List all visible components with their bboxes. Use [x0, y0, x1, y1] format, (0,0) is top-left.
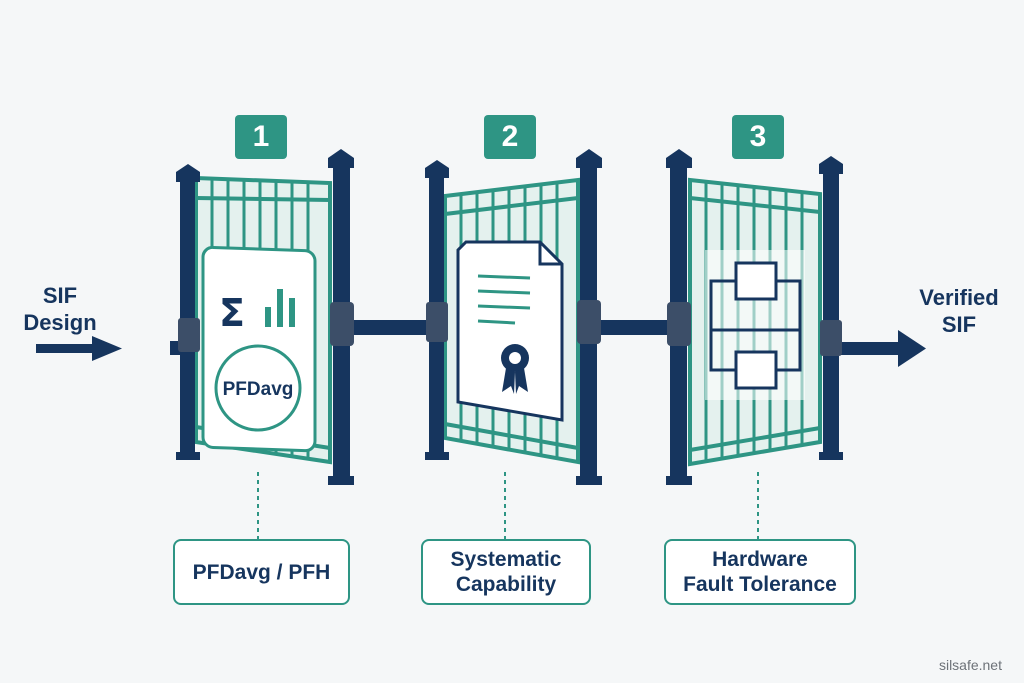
gate-3-label-line2: Fault Tolerance: [683, 573, 837, 596]
gate-1-icon-text: PFDavg: [223, 379, 294, 400]
watermark: silsafe.net: [938, 657, 1002, 673]
gate-2-label-line2: Capability: [455, 573, 557, 596]
gate-2-number-badge: 2: [484, 115, 536, 159]
gate-3: [666, 149, 843, 540]
input-label-line1: SIF: [42, 283, 78, 308]
gate-1-label-box: PFDavg / PFH: [173, 539, 350, 605]
gate-1-number-badge: 1: [235, 115, 287, 159]
input-label: SIF Design: [12, 282, 108, 336]
gate-1-pfd-circle: [214, 344, 302, 432]
gate-2-label-line1: Systematic: [450, 548, 562, 571]
gate-3-right-post: [823, 172, 839, 458]
output-label-line1: Verified: [919, 285, 999, 310]
certificate-seal-icon: [501, 344, 529, 394]
gate-1-sigma-icon: Σ: [219, 291, 245, 335]
output-label-line2: SIF: [941, 312, 977, 337]
input-arrow: [36, 336, 122, 361]
redundant-architecture-diagram-icon: [709, 261, 802, 390]
input-label-line2: Design: [23, 310, 97, 335]
gate-1-label-line1: PFDavg / PFH: [192, 560, 331, 584]
gate-3-label-line1: Hardware: [712, 548, 808, 571]
gate-1: Σ PFDavg: [176, 149, 354, 540]
gate-1-bar-chart-icon: [265, 289, 295, 327]
gate-3-label-box: Hardware Fault Tolerance: [664, 539, 856, 605]
output-label: Verified SIF: [904, 284, 1014, 338]
connector-bar-2-3: [590, 320, 680, 335]
connector-bar-1-2: [340, 320, 435, 335]
gate-2: [425, 149, 602, 540]
certificate-document-icon: [456, 240, 564, 422]
output-arrow: [836, 330, 926, 367]
gate-3-number-badge: 3: [732, 115, 784, 159]
gate-2-label-box: Systematic Capability: [421, 539, 591, 605]
